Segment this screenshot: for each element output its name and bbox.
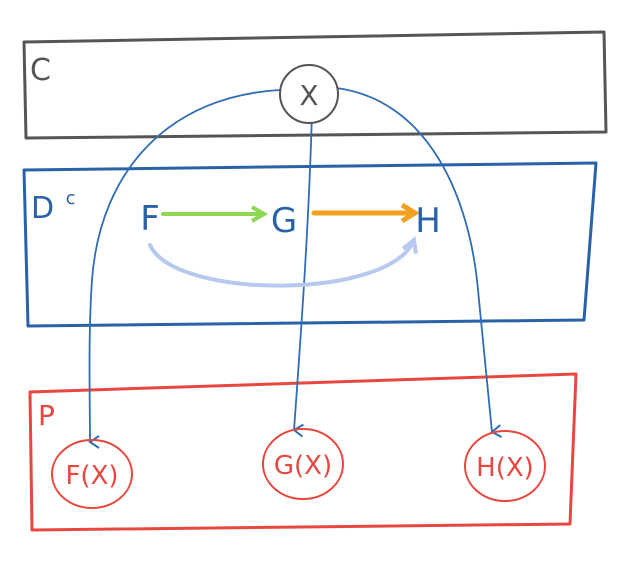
category-p-box	[28, 372, 578, 532]
image-gx-label: G(X)	[274, 451, 332, 481]
image-hx-label: H(X)	[476, 453, 534, 483]
image-fx: F(X)	[51, 439, 133, 509]
image-hx-circle	[464, 430, 546, 502]
functor-g-label: G	[271, 201, 297, 241]
object-x-circle	[279, 64, 339, 124]
object-x: X	[279, 64, 339, 124]
arrow-x-to-hx	[335, 87, 503, 438]
functor-h-label: H	[415, 201, 441, 241]
image-gx: G(X)	[262, 428, 344, 500]
arrow-f-to-h	[148, 236, 418, 288]
category-p-label: P	[38, 399, 55, 432]
arrow-x-to-gx	[292, 111, 313, 438]
category-dc: D c	[22, 161, 598, 328]
object-x-label: X	[299, 79, 318, 112]
category-dc-letter: D	[31, 191, 54, 226]
functor-f-label: F	[140, 199, 160, 239]
arrow-x-to-fx	[88, 89, 283, 449]
category-p: P	[28, 372, 578, 532]
category-c-label: C	[30, 53, 51, 88]
image-fx-label: F(X)	[65, 461, 118, 491]
category-dc-label: D c	[31, 188, 76, 226]
category-c-box	[22, 30, 608, 140]
category-dc-box	[22, 161, 598, 328]
image-gx-circle	[262, 428, 344, 500]
category-c: C	[22, 30, 608, 140]
image-hx: H(X)	[464, 430, 546, 502]
category-dc-superscript: c	[66, 188, 76, 209]
image-fx-circle	[51, 439, 133, 509]
